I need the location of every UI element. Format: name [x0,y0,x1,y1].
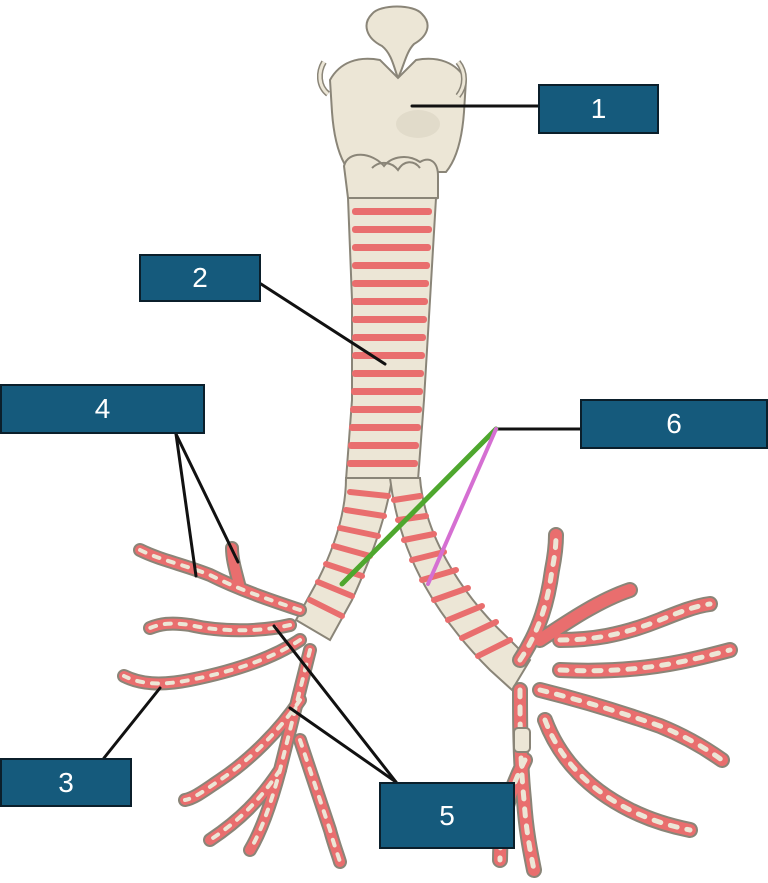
label-box-1: 1 [538,84,659,134]
leader-line-5a [272,624,398,784]
leader-line-6-green [339,426,499,587]
left-bronchial-tree [492,527,738,878]
label-text-2: 2 [192,262,208,293]
leader-line-3 [102,686,162,760]
right-main-bronchus [294,477,394,642]
trachea [344,197,438,481]
thyroid-cartilage [328,57,468,173]
right-bronchial-tree [117,541,347,869]
label-box-3: 3 [0,758,132,807]
leader-line-6-magenta [426,427,498,586]
label-box-2: 2 [139,254,261,302]
label-box-5: 5 [379,782,515,849]
leader-line-2 [259,282,387,366]
label-text-5: 5 [439,799,455,831]
label-text-4: 4 [94,393,111,424]
leader-lines [102,104,582,784]
cricoid-cartilage [342,153,439,205]
label-text-1: 1 [590,93,607,124]
leader-line-4a [174,432,198,578]
label-box-6: 6 [580,399,768,449]
leader-line-4b [174,432,240,564]
label-box-4: 4 [0,384,205,434]
epiglottis [365,5,429,81]
larynx [316,5,468,205]
label-text-3: 3 [58,766,74,798]
label-text-6: 6 [666,408,682,439]
leader-line-5b [288,706,398,784]
